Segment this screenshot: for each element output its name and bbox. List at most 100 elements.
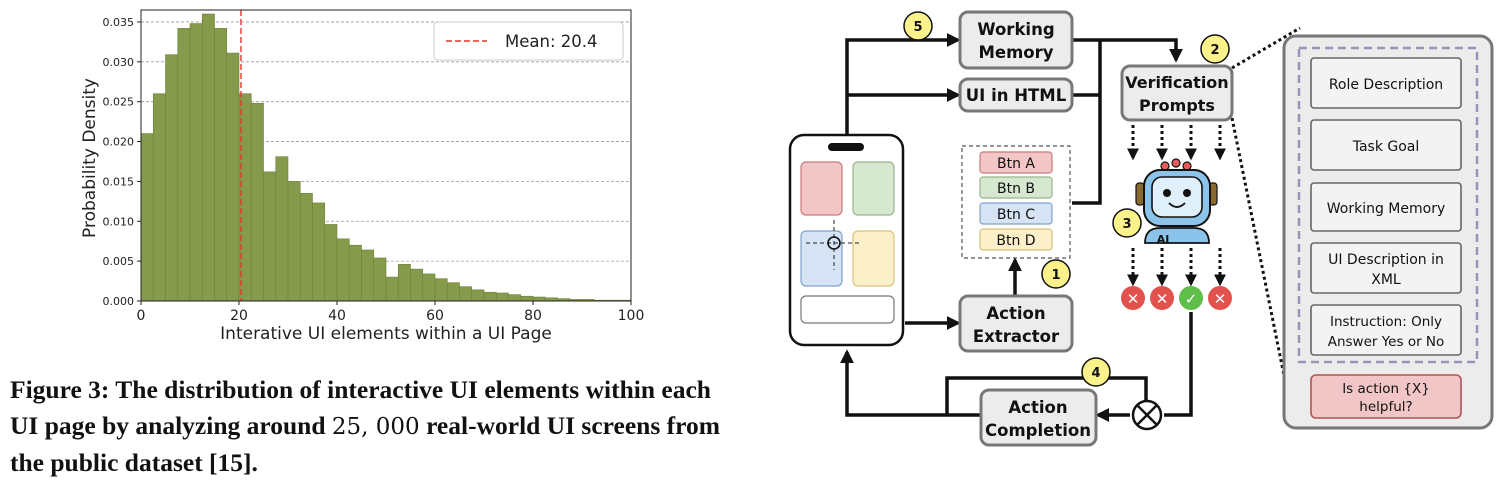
prompt-memory-label: Working Memory <box>1327 201 1446 217</box>
working-memory-label-1: Working <box>977 20 1054 39</box>
crosshair-target-icon <box>827 236 841 250</box>
robot-eye-left <box>1163 189 1171 197</box>
prompt-detail-panel: Role Description Task Goal Working Memor… <box>1282 34 1494 430</box>
panel-dashed-group <box>1297 46 1479 364</box>
action-extractor-label-1: Action <box>986 304 1045 323</box>
caption-number: 25, 000 <box>331 414 420 440</box>
y-tick-label: 0.015 <box>103 175 135 188</box>
caption-text-1: Figure 3: The distribution of interactiv… <box>10 375 711 440</box>
y-axis-label: Probability Density <box>80 78 100 238</box>
action-completion-label-1: Action <box>1008 398 1067 417</box>
robot-ear-left <box>1135 182 1145 206</box>
zoom-line-bottom <box>1230 117 1294 416</box>
accept-icon <box>1179 286 1203 310</box>
question-box <box>1310 374 1462 419</box>
action-completion-box: Action Completion <box>979 388 1098 447</box>
x-tick-label: 80 <box>524 308 542 324</box>
phone-to-memory-arrow <box>845 33 961 135</box>
phone-tile-green <box>852 161 895 216</box>
y-tick-label: 0.020 <box>103 136 135 149</box>
legend-box <box>433 21 624 61</box>
phone-tile-yellow <box>852 230 895 287</box>
step-badge-1 <box>1041 259 1071 289</box>
phone-notch <box>828 143 864 151</box>
legend: Mean: 20.4 <box>433 21 624 61</box>
step-badges: 5 2 3 1 4 <box>903 11 1230 387</box>
robot-eye-right <box>1183 189 1191 197</box>
x-tick-label: 0 <box>137 308 146 324</box>
working-memory-label-2: Memory <box>978 43 1053 62</box>
y-tick-label: 0.005 <box>103 255 135 268</box>
connector-lines <box>840 33 1193 422</box>
step-label-2: 2 <box>1210 43 1219 58</box>
prompt-goal-box <box>1310 119 1462 171</box>
figure-caption: Figure 3: The distribution of interactiv… <box>10 372 730 481</box>
histogram-chart: 0.0000.0050.0100.0150.0200.0250.0300.035… <box>80 9 645 344</box>
robot-antenna-1 <box>1160 161 1170 171</box>
ui-in-html-label: UI in HTML <box>966 86 1067 105</box>
prompt-ui-box <box>1310 242 1462 294</box>
step-label-4: 4 <box>1091 366 1100 381</box>
robot-body <box>1144 227 1210 244</box>
reject-icon-2 <box>1150 286 1174 310</box>
reject-mark-2: ✕ <box>1156 290 1169 308</box>
robot-label: AI <box>1157 233 1170 246</box>
phone-tile-red <box>800 161 843 216</box>
btn-c-label: Btn C <box>997 207 1035 223</box>
question-label-1: Is action {X} <box>1342 381 1430 397</box>
robot-antenna-2 <box>1171 158 1181 168</box>
x-tick-label: 60 <box>426 308 444 324</box>
y-tick-label: 0.025 <box>103 96 135 109</box>
extracted-buttons: Btn A Btn B Btn C Btn D <box>961 145 1071 259</box>
prompt-role-box <box>1310 57 1462 109</box>
step-label-3: 3 <box>1122 217 1131 232</box>
x-tick-label: 40 <box>328 308 346 324</box>
step-label-5: 5 <box>913 20 922 35</box>
btn-a-label: Btn A <box>997 156 1035 172</box>
y-tick-label: 0.010 <box>103 215 135 228</box>
step-badge-2 <box>1200 34 1230 64</box>
y-tick-label: 0.000 <box>103 295 135 308</box>
phone-mockup <box>788 133 905 347</box>
phone-tile-blue <box>800 230 843 287</box>
prompt-ui-label-2: XML <box>1371 272 1401 288</box>
btn-a-box <box>979 151 1053 174</box>
robot-antenna-3 <box>1182 161 1192 171</box>
caption-text-2: real-world UI screens from the public da… <box>10 411 720 477</box>
prompt-role-label: Role Description <box>1329 77 1443 93</box>
legend-label: Mean: 20.4 <box>505 32 598 51</box>
memory-to-verification-arrow <box>1072 38 1183 63</box>
reject-mark-1: ✕ <box>1127 290 1140 308</box>
reject-icon-1 <box>1121 286 1145 310</box>
y-tick-label: 0.035 <box>103 16 135 29</box>
prompt-instruction-label-2: Answer Yes or No <box>1328 334 1445 350</box>
robot-mouth <box>1168 202 1186 208</box>
prompt-memory-box <box>1310 182 1462 232</box>
histogram-bars <box>140 13 632 302</box>
reject-mark-3: ✕ <box>1214 290 1227 308</box>
x-tick-label: 100 <box>618 308 645 324</box>
btn-d-label: Btn D <box>996 233 1035 249</box>
buttons-dashed-frame <box>961 145 1071 259</box>
completion-to-phone-arrow <box>840 349 980 417</box>
step-badge-4 <box>1081 357 1111 387</box>
btn-b-box <box>979 176 1053 199</box>
step-label-1: 1 <box>1051 268 1060 283</box>
result-icons: ✕ ✕ ✓ ✕ <box>1121 286 1232 310</box>
prompt-instruction-label-1: Instruction: Only <box>1330 314 1442 330</box>
btn-d-box <box>979 228 1053 251</box>
combine-icon <box>1131 399 1163 431</box>
action-completion-label-2: Completion <box>985 421 1091 440</box>
prompt-goal-label: Task Goal <box>1352 139 1420 155</box>
action-extractor-box: Action Extractor <box>958 294 1074 353</box>
step-badge-5 <box>903 11 933 41</box>
robot-icon: AI <box>1135 158 1218 246</box>
plot-frame <box>140 9 632 302</box>
btn-c-box <box>979 202 1053 225</box>
phone-bottom-bar <box>800 295 895 324</box>
dotted-arrows <box>1127 26 1301 416</box>
verification-label-2: Prompts <box>1139 96 1215 115</box>
